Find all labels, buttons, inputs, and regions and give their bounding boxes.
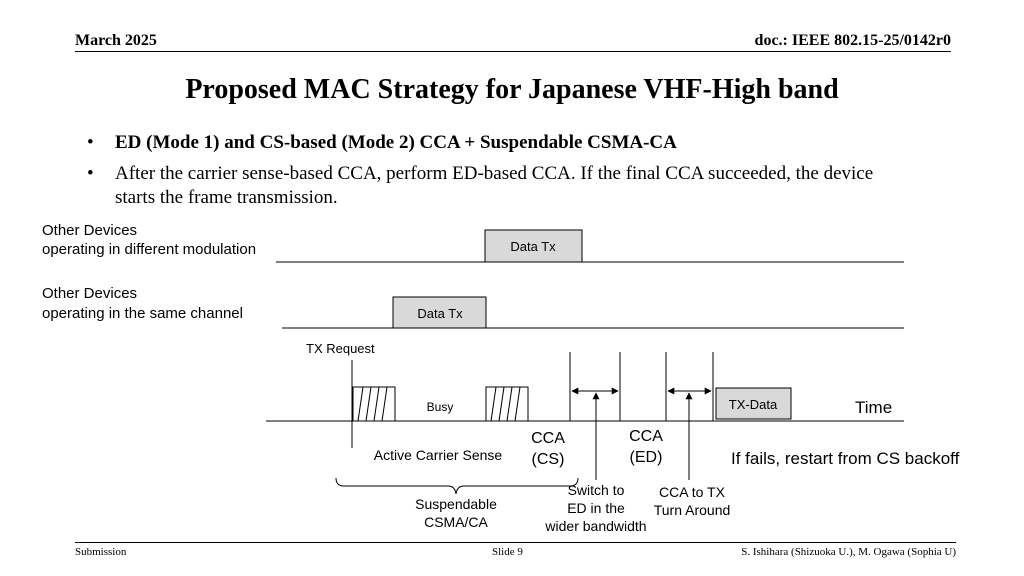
header-date: March 2025: [75, 32, 157, 49]
bullet-text: After the carrier sense-based CCA, perfo…: [115, 163, 874, 208]
footer-divider: [75, 542, 956, 543]
active-carrier-sense-label: Active Carrier Sense: [374, 447, 503, 463]
footer-slide-number: Slide 9: [492, 546, 523, 558]
footer-submission: Submission: [75, 546, 127, 558]
cca-cs-label-line1: CCA: [531, 430, 565, 447]
row2-label-line2: operating in the same channel: [42, 305, 243, 322]
restart-note: If fails, restart from CS backoff: [731, 449, 960, 468]
cca-ed-label-line2: (ED): [630, 449, 663, 466]
header-divider: [75, 51, 951, 52]
cca-ed-label-line1: CCA: [629, 428, 663, 445]
switch-label-line2: ED in the: [567, 500, 625, 516]
busy-label: Busy: [427, 400, 454, 414]
row1-data-tx-box: [484, 229, 583, 263]
bullet-text: ED (Mode 1) and CS-based (Mode 2) CCA + …: [115, 132, 677, 153]
row2-data-tx-box: [392, 296, 487, 329]
time-axis-label: Time: [855, 398, 892, 417]
row1-label-line1: Other Devices: [42, 222, 137, 239]
header-doc-number: doc.: IEEE 802.15-25/0142r0: [754, 32, 951, 49]
row2-data-tx-label: Data Tx: [417, 306, 463, 321]
turnaround-label-line1: CCA to TX: [659, 484, 726, 500]
bullet-item: • ED (Mode 1) and CS-based (Mode 2) CCA …: [87, 131, 917, 155]
row1-label-line2: operating in different modulation: [42, 241, 256, 258]
backoff-slots-1: [352, 386, 396, 422]
suspendable-label-line1: Suspendable: [415, 496, 497, 512]
tx-request-label: TX Request: [306, 341, 375, 356]
suspendable-label-line2: CSMA/CA: [424, 514, 488, 530]
footer-authors: S. Ishihara (Shizuoka U.), M. Ogawa (Sop…: [741, 546, 956, 558]
backoff-slots-2: [485, 386, 529, 422]
row2-label-line1: Other Devices: [42, 285, 137, 302]
turnaround-label-line2: Turn Around: [654, 502, 731, 518]
slide-title: Proposed MAC Strategy for Japanese VHF-H…: [185, 74, 839, 105]
cca-cs-label-line2: (CS): [532, 451, 565, 468]
switch-label-line1: Switch to: [568, 482, 625, 498]
bullet-dot: •: [87, 132, 94, 153]
row1-data-tx-label: Data Tx: [510, 239, 556, 254]
tx-data-box: [715, 387, 792, 420]
suspendable-brace: [335, 477, 579, 495]
tx-data-label: TX-Data: [729, 397, 778, 412]
bullet-dot: •: [87, 163, 94, 184]
switch-label-line3: wider bandwidth: [544, 518, 646, 534]
bullet-item: • After the carrier sense-based CCA, per…: [87, 162, 917, 210]
